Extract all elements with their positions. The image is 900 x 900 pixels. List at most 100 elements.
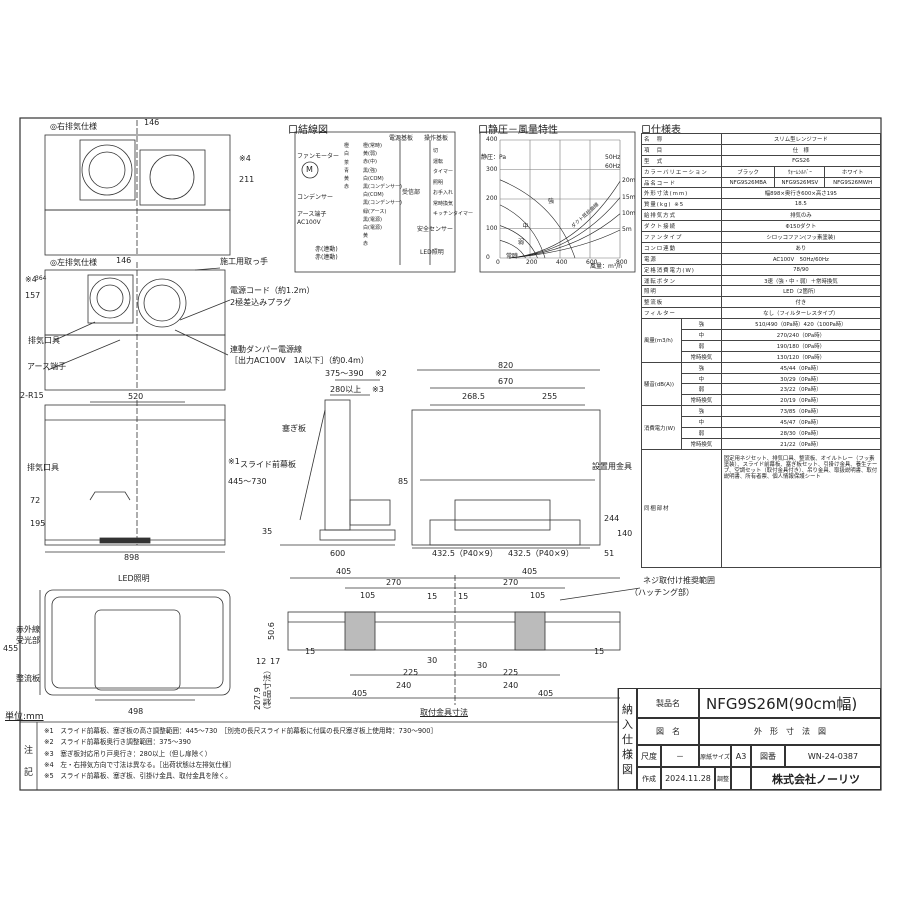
dim-670: 670 — [498, 377, 514, 386]
spec-key: コンロ連動 — [641, 241, 722, 254]
spec-key: 質量(kg) ※5 — [641, 198, 722, 211]
wire-label: 黒(コンデンサー) — [363, 184, 402, 191]
chart-annotation: 弱 — [518, 239, 525, 247]
op-button-label: お手入れ — [433, 190, 454, 196]
wire-color: 茶 — [344, 159, 350, 166]
spec-mode: 常時換気 — [680, 437, 722, 450]
spec-key: 項 目 — [641, 143, 722, 156]
spec-value: ブラック — [720, 165, 776, 178]
tb-paper: A3 — [731, 745, 751, 767]
tb-product-label: 製品名 — [637, 688, 699, 718]
duct-curve — [508, 181, 621, 259]
chart-annotation: 50Hz — [605, 153, 621, 161]
spec-mode: 中 — [680, 416, 722, 429]
led-light-label: LED照明 — [420, 249, 444, 256]
dim-405: 405 — [352, 689, 368, 698]
dim-520: 520 — [128, 392, 144, 401]
spec-key: 外形寸法(mm) — [641, 187, 722, 200]
dim-898: 898 — [124, 553, 140, 562]
dim-note3: ※3 — [372, 385, 384, 394]
duct-length-label: 15m — [622, 193, 636, 201]
wire-label: 赤 — [363, 241, 369, 248]
tb-drawing: 外 形 寸 法 図 — [699, 718, 881, 745]
spec-value: 23/22（0Pa時） — [720, 383, 882, 396]
op-button-label: キッチンタイマー — [433, 211, 474, 217]
wiring-frame — [294, 131, 456, 273]
spec-row: 同梱部材固定用ネジセット、排気口具、整流板、オイルトレー（フッ素塗装）、スライド… — [641, 448, 882, 568]
dim-note4: ※4 — [25, 275, 37, 284]
spec-value: 仕 様 — [720, 143, 882, 156]
spec-value: NFG9S26MBA — [720, 176, 776, 189]
dim-140: 140 — [617, 529, 633, 538]
spec-key: カラーバリエーション — [641, 165, 722, 178]
x-tick-label: 400 — [556, 259, 568, 266]
dim-255: 255 — [542, 392, 558, 401]
dim-445-730: 445～730 — [228, 477, 267, 486]
spec-key: フィルター — [641, 307, 722, 320]
dim-498: 498 — [128, 707, 144, 716]
spec-mode: 常時換気 — [680, 394, 722, 407]
earth-terminal-label: アース端子 — [297, 211, 327, 218]
note-item: ※2 スライド前幕板奥行き調整範囲：375～390 — [44, 738, 191, 747]
spec-key: 定格消費電力(W) — [641, 263, 722, 276]
wire-label: 黄 — [363, 233, 369, 240]
notes-list: ※1 スライド前幕板、塞ぎ板の高さ調整範囲：445～730 ［別売の長尺スライド… — [44, 726, 437, 782]
spec-value: 510/490（0Pa時）420（100Pa時） — [720, 318, 882, 331]
interlock-1: 赤(連動) — [315, 246, 338, 253]
notes-heading: 注記 — [24, 746, 34, 778]
led-label: LED照明 — [118, 574, 150, 583]
spec-value: 78/90 — [720, 263, 882, 276]
spec-group: 騒音(dB(A)) — [641, 361, 682, 407]
front-view — [44, 400, 226, 553]
side-view — [280, 379, 396, 546]
spec-key: 照明 — [641, 285, 722, 298]
dim-note2: ※2 — [375, 369, 387, 378]
tb-drawing-label: 図 名 — [637, 718, 699, 745]
dim-455: 455 — [3, 644, 19, 653]
spec-mode: 弱 — [680, 427, 722, 439]
spec-value: 130/120（0Pa時） — [720, 350, 882, 363]
spec-value: 45/47（0Pa時） — [720, 416, 882, 429]
dim-146: 146 — [116, 256, 132, 265]
dim-146: 146 — [144, 118, 160, 127]
chart-annotation: 常時 — [506, 252, 519, 260]
wire-color: 橙 — [344, 143, 350, 149]
left-exhaust-label: ◎左排気仕様 — [50, 258, 97, 267]
dim-30: 30 — [427, 656, 438, 665]
dim-207-9: 207.9 — [253, 687, 262, 710]
dim-157: 157 — [25, 291, 41, 300]
op-button-label: 運転 — [433, 158, 444, 165]
dim-note1: ※1 — [228, 457, 240, 466]
spec-key: 給排気方式 — [641, 209, 722, 222]
dim-85: 85 — [398, 477, 409, 486]
fan-motor-label: ファンモーター — [297, 153, 340, 160]
dim-12: 12 — [256, 657, 267, 666]
spec-title: 口仕様表 — [641, 125, 681, 136]
company-logo: 株式会社ノーリツ — [751, 767, 881, 790]
spec-key: 整流板 — [641, 296, 722, 309]
note-item: ※3 塞ぎ板対応吊り戸奥行き：280以上（但し扉除く） — [44, 749, 212, 758]
spec-row: フィルターなし（フィルターレスタイプ） — [641, 307, 882, 320]
ac100v-label: AC100V — [297, 219, 321, 226]
spec-value: スリム型レンジフード — [720, 133, 882, 145]
spec-mode: 強 — [680, 361, 722, 374]
screw-range-label: ネジ取付け推奨範囲 — [643, 576, 715, 585]
operation-buttons: 切運転タイマー照明お手入れ常時換気キッチンタイマー — [433, 146, 473, 220]
dim-17: 17 — [270, 657, 281, 666]
spec-key: 型 式 — [641, 154, 722, 167]
tb-side: 納入仕様図 — [618, 688, 637, 790]
spec-value: 排気のみ — [720, 209, 882, 222]
fan-curve — [499, 204, 546, 259]
rear-view — [411, 369, 601, 549]
spec-value: ホワイト — [824, 165, 881, 178]
dim-35: 35 — [262, 527, 273, 536]
spec-value: あり — [720, 241, 882, 254]
spec-value: 幅898×奥行き600×高さ195 — [720, 187, 882, 200]
tb-product: NFG9S26M(90cm幅) — [699, 688, 881, 718]
y-tick-label: 300 — [486, 165, 498, 173]
spec-value: LED（2箇所） — [720, 285, 882, 298]
wire-label: 黒(強) — [363, 167, 377, 174]
interlock-2: 赤(連動) — [315, 254, 338, 261]
